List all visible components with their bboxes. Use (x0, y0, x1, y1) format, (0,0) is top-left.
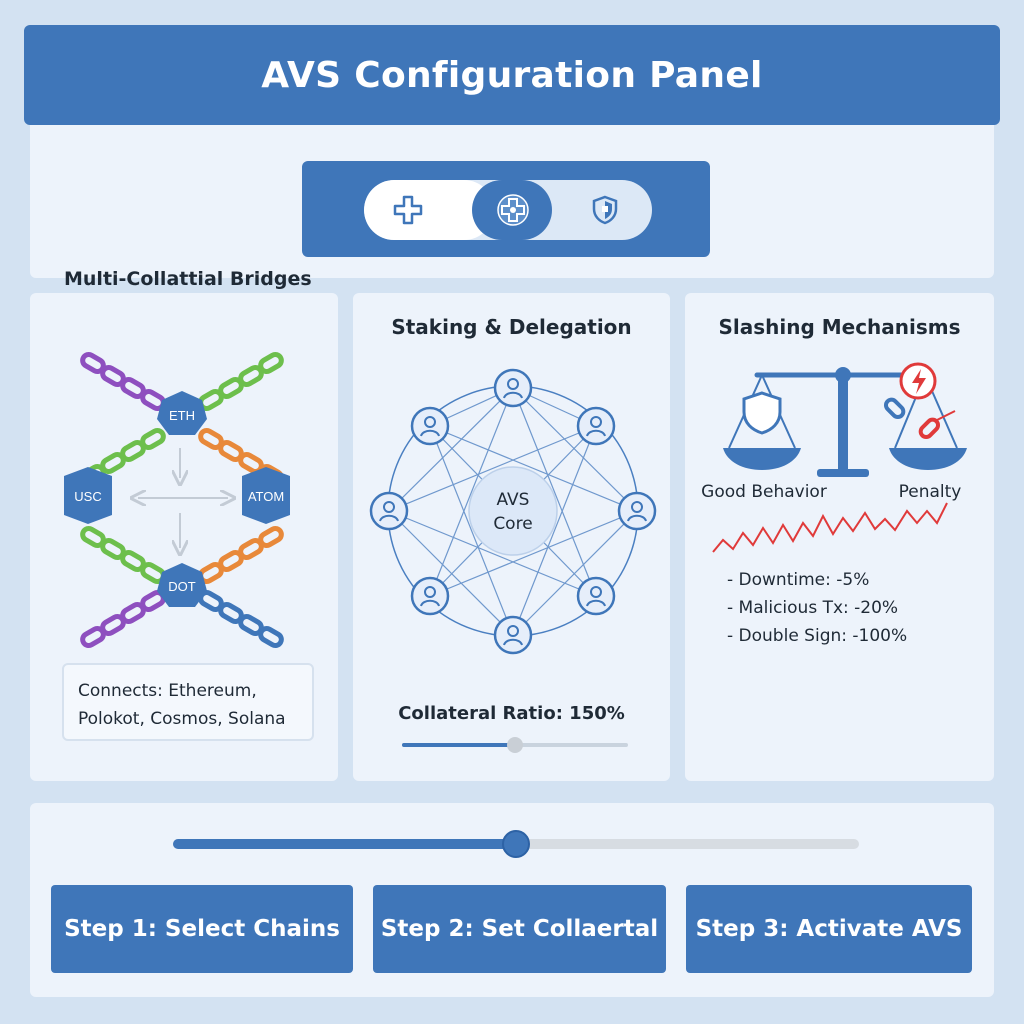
page-title: AVS Configuration Panel (261, 54, 763, 96)
validator-nodes (369, 368, 657, 655)
staking-card: Staking & Delegation AVS Core (353, 293, 670, 781)
node-eth (157, 391, 207, 435)
avs-core-label-1: AVS (497, 490, 530, 510)
node-dot (157, 563, 207, 607)
add-mode-button[interactable] (385, 187, 431, 233)
node-atom (242, 467, 290, 524)
connected-chains-box: Connects: Ethereum, Polokot, Cosmos, Sol… (62, 663, 314, 741)
good-behavior-label: Good Behavior (701, 482, 827, 502)
staking-title: Staking & Delegation (391, 315, 632, 339)
avs-core-node (468, 466, 558, 556)
shield-icon (592, 195, 618, 225)
plus-cross-icon (393, 195, 423, 225)
slashing-card: Slashing Mechanisms Good Behavior Penalt… (685, 293, 994, 781)
broken-chain-icon (883, 397, 956, 440)
step-3-activate-avs-button[interactable]: Step 3: Activate AVS (686, 885, 972, 973)
penalty-trend-line (712, 502, 948, 553)
delegation-network-diagram: AVS Core (369, 368, 657, 655)
node-label-dot: DOT (168, 579, 196, 594)
avs-core-label-2: Core (493, 514, 532, 534)
collateral-slider-knob[interactable] (507, 737, 523, 753)
node-label-usc: USC (74, 489, 101, 504)
step-1-select-chains-button[interactable]: Step 1: Select Chains (51, 885, 353, 973)
shield-mode-button[interactable] (582, 187, 628, 233)
progress-fill (173, 839, 516, 849)
collateral-ratio-slider[interactable] (402, 737, 628, 753)
collateral-ratio-label: Collateral Ratio: 150% (398, 703, 625, 724)
wizard-progress-slider[interactable] (173, 828, 859, 860)
lightning-alert-icon (899, 362, 937, 400)
header-bar: AVS Configuration Panel (24, 25, 1000, 125)
penalty-item-double-sign: - Double Sign: -100% (727, 626, 908, 646)
node-usc (64, 467, 112, 524)
step-2-set-collateral-button[interactable]: Step 2: Set Collaertal (373, 885, 666, 973)
penalty-list: - Downtime: -5% - Malicious Tx: -20% - D… (727, 566, 907, 650)
network-mode-button[interactable] (490, 187, 536, 233)
collateral-slider-fill (402, 743, 515, 747)
slashing-title: Slashing Mechanisms (718, 315, 961, 339)
balance-scale-icon (723, 367, 967, 477)
penalty-item-downtime: - Downtime: -5% (727, 570, 870, 590)
connects-line-1: Connects: Ethereum, (78, 681, 257, 701)
bridges-section-label: Multi-Collattial Bridges (64, 268, 312, 290)
shield-icon (742, 391, 782, 435)
penalty-label: Penalty (899, 482, 962, 502)
slashing-scale-diagram: Good Behavior Penalty (701, 362, 967, 553)
bridge-network-diagram: ETH USC ATOM DOT (64, 352, 290, 648)
progress-knob[interactable] (502, 830, 530, 858)
connects-line-2: Polokot, Cosmos, Solana (78, 709, 286, 729)
node-label-eth: ETH (169, 408, 195, 423)
node-label-atom: ATOM (248, 489, 284, 504)
penalty-item-malicious: - Malicious Tx: -20% (727, 598, 899, 618)
network-cross-icon (497, 194, 529, 226)
